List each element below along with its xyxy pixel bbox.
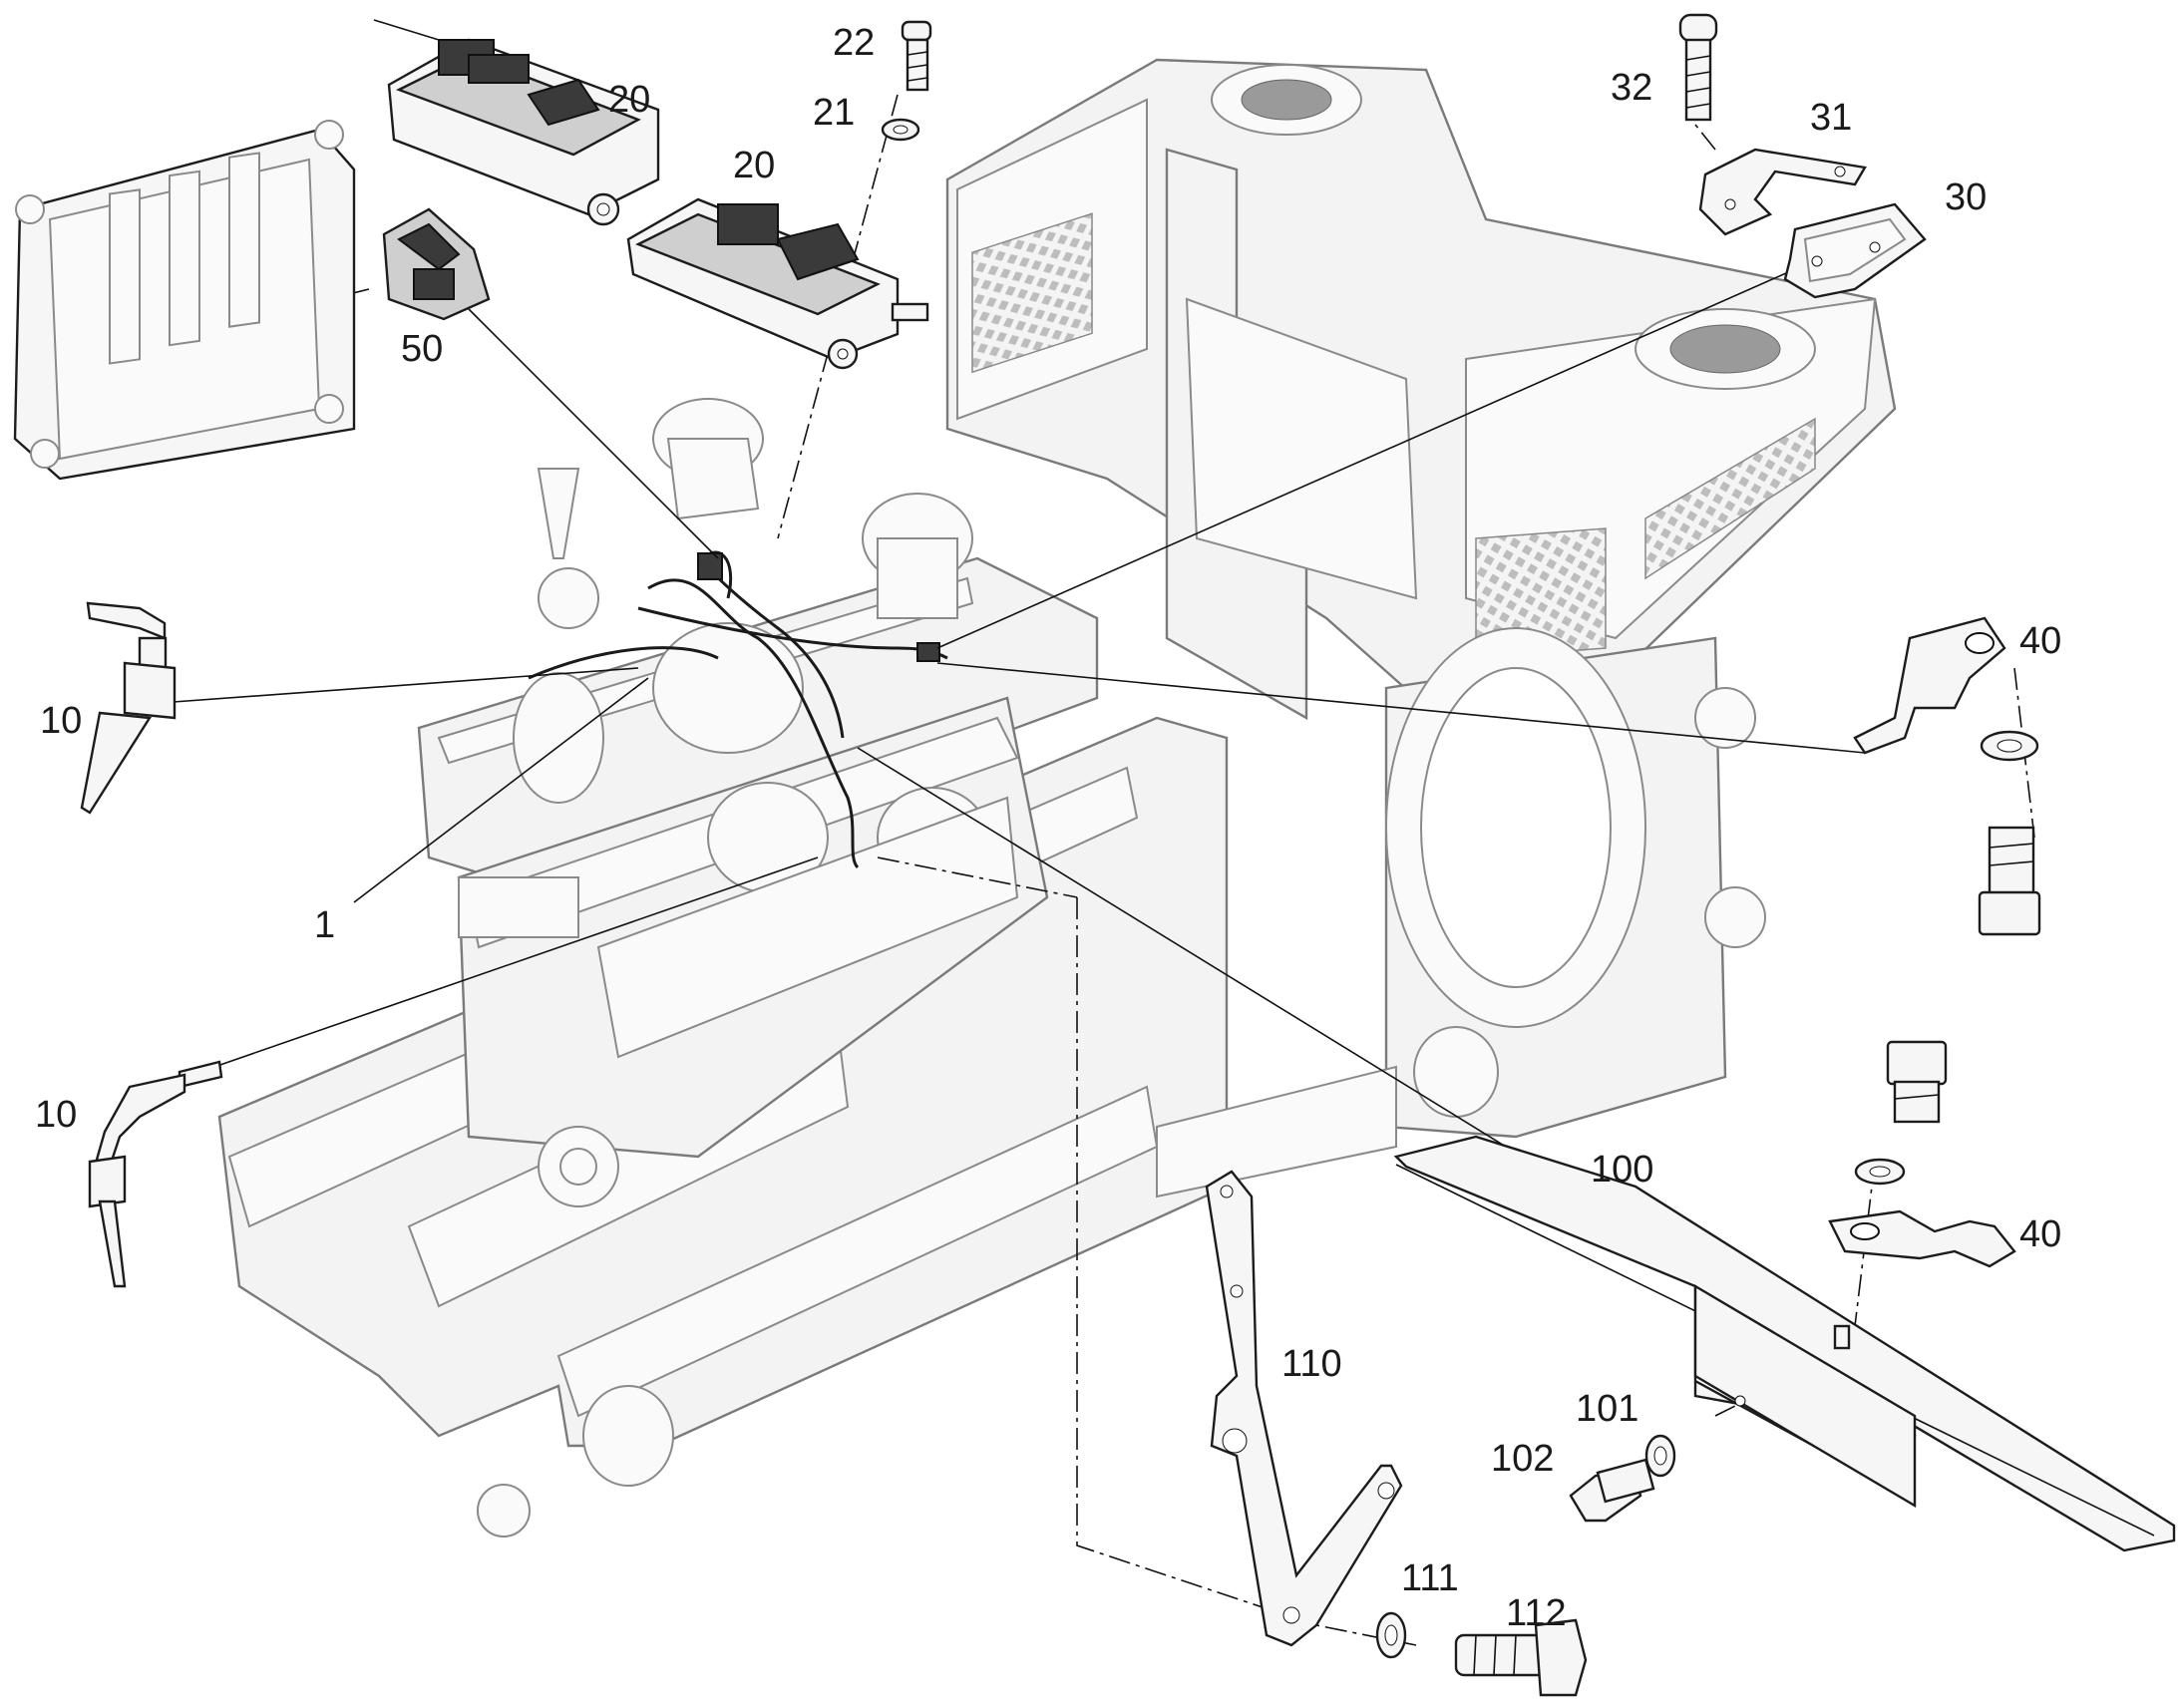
washer-101 xyxy=(1644,1434,1676,1478)
temperature-sensor-lower xyxy=(88,1060,223,1288)
callouts: 1 10 10 20 20 21 22 30 31 32 40 40 50 10… xyxy=(35,22,2061,1634)
bolt-40-lower xyxy=(1886,1040,1948,1124)
plate-31 xyxy=(1698,148,1867,236)
control-unit-large xyxy=(13,120,356,481)
callout-40-lower: 40 xyxy=(2019,1213,2061,1255)
callout-50: 50 xyxy=(401,328,443,370)
plate-30 xyxy=(1783,202,1927,299)
grill xyxy=(971,212,1093,374)
callout-31: 31 xyxy=(1810,97,1852,139)
washer-21 xyxy=(881,118,920,142)
callout-101: 101 xyxy=(1576,1388,1638,1430)
callout-21: 21 xyxy=(813,92,855,134)
bolt-40-upper xyxy=(1978,826,2041,936)
ecu-unit-lower xyxy=(626,197,929,370)
connector xyxy=(916,642,940,662)
bolt-102 xyxy=(1569,1458,1655,1523)
callout-10-lower: 10 xyxy=(35,1094,77,1136)
engine-block xyxy=(457,398,1049,1207)
callout-30: 30 xyxy=(1945,176,1987,218)
plate-100 xyxy=(1393,1135,2176,1552)
temperature-sensor-upper xyxy=(80,601,177,815)
callout-20-upper: 20 xyxy=(608,79,650,121)
washer-111 xyxy=(1375,1611,1407,1659)
control-unit-connector xyxy=(382,207,491,321)
callout-32: 32 xyxy=(1611,67,1652,109)
callout-20-lower: 20 xyxy=(733,145,775,186)
bracket-40-lower xyxy=(1828,1209,2016,1268)
bracket-110 xyxy=(1205,1170,1403,1647)
bolt-32 xyxy=(1678,13,1718,122)
ecu-unit-upper xyxy=(373,19,660,226)
wiring-harness xyxy=(528,550,948,869)
callout-111: 111 xyxy=(1401,1557,1459,1599)
washer-40-lower xyxy=(1854,1158,1906,1186)
grill xyxy=(1644,417,1816,580)
bolt-22 xyxy=(901,20,932,92)
bolt-112 xyxy=(1454,1618,1588,1697)
washer-40-upper xyxy=(1980,730,2039,762)
bracket-40-upper xyxy=(1853,616,2006,755)
callout-10-upper: 10 xyxy=(40,700,82,742)
callout-112: 112 xyxy=(1506,1592,1567,1634)
callout-110: 110 xyxy=(1281,1343,1342,1385)
grill xyxy=(1475,527,1607,659)
callout-102: 102 xyxy=(1491,1438,1554,1480)
callout-40-upper: 40 xyxy=(2019,620,2061,662)
callout-22: 22 xyxy=(833,22,875,64)
callout-100: 100 xyxy=(1591,1149,1653,1191)
callout-1: 1 xyxy=(314,904,335,946)
connector xyxy=(697,552,723,580)
